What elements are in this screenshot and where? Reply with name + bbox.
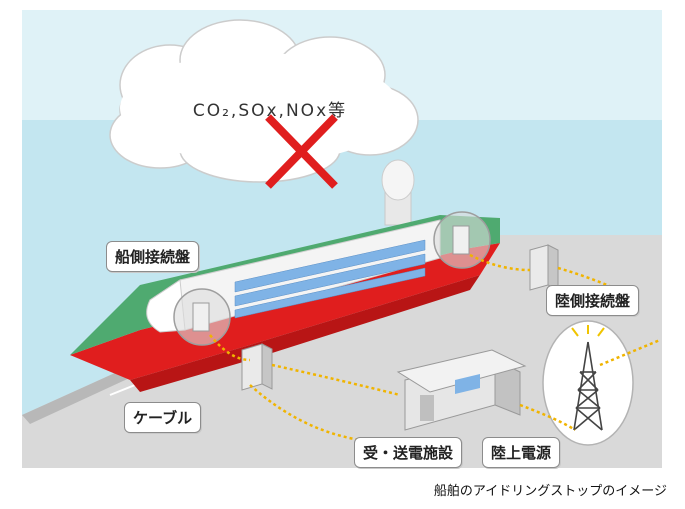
shore-panel-box — [529, 244, 559, 291]
cable-label: ケーブル — [124, 402, 202, 433]
ship-hull-shadow — [130, 275, 480, 392]
ship-windows — [234, 239, 426, 319]
ship-stern-box — [452, 225, 470, 255]
ship-panel-box — [192, 302, 210, 332]
ship-panel-label: 船側接続盤 — [106, 241, 200, 272]
power-tower-icon — [573, 341, 603, 431]
shore-panel-label: 陸側接続盤 — [546, 285, 640, 316]
substation-label: 受・送電施設 — [354, 437, 463, 468]
substation-building — [396, 349, 527, 431]
cable-junction-box — [241, 343, 273, 391]
figure-caption: 船舶のアイドリングストップのイメージ — [433, 484, 667, 499]
emission-text: CO₂,SOx,NOx等 — [193, 101, 347, 121]
power-spark-icon — [571, 325, 605, 337]
ship-funnel — [381, 159, 415, 226]
shore-power-label: 陸上電源 — [482, 437, 561, 468]
power-tower-highlight — [542, 320, 634, 446]
cross-mark — [265, 114, 338, 189]
